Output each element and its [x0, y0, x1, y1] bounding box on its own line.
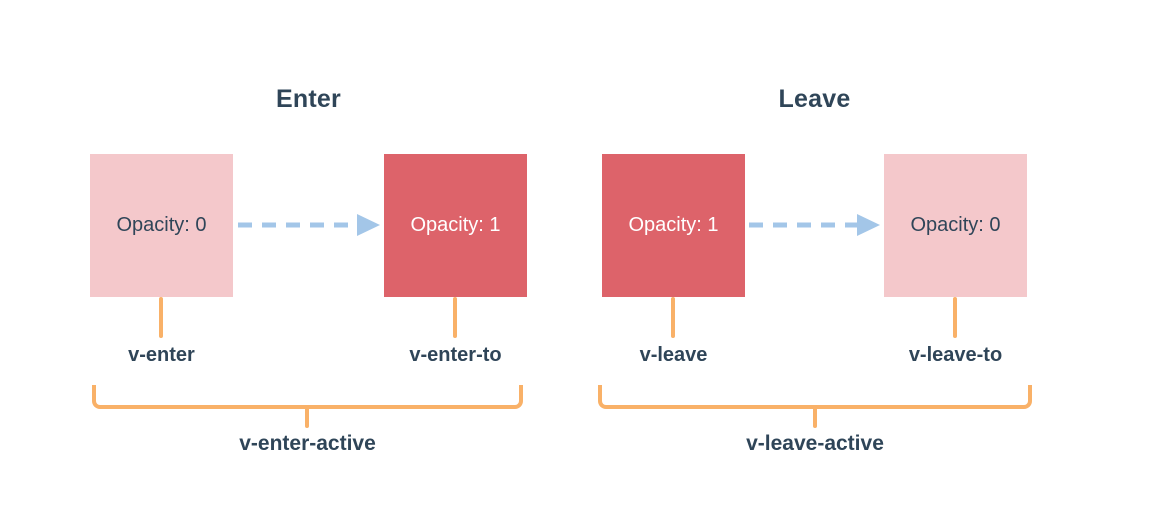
enter-active-bracket-stem — [305, 407, 309, 428]
leave-to-box-label: Opacity: 0 — [910, 214, 1001, 236]
enter-to-class-label: v-enter-to — [409, 344, 502, 366]
leave-from-class-label: v-leave — [639, 344, 708, 366]
enter-from-connector-line — [159, 297, 163, 338]
enter-transition-arrow-icon — [238, 214, 380, 236]
leave-to-box: Opacity: 0 — [884, 154, 1027, 297]
leave-from-connector-line — [671, 297, 675, 338]
enter-from-box: Opacity: 0 — [90, 154, 233, 297]
leave-section-title: Leave — [778, 85, 851, 113]
enter-active-class-label: v-enter-active — [239, 432, 376, 455]
enter-from-class-label: v-enter — [128, 344, 195, 366]
enter-to-box-label: Opacity: 1 — [410, 214, 501, 236]
leave-active-bracket-stem — [813, 407, 817, 428]
leave-active-bracket — [598, 385, 1032, 409]
enter-to-box: Opacity: 1 — [384, 154, 527, 297]
leave-from-box: Opacity: 1 — [602, 154, 745, 297]
leave-to-connector-line — [953, 297, 957, 338]
enter-to-connector-line — [453, 297, 457, 338]
leave-active-class-label: v-leave-active — [746, 432, 884, 455]
enter-section-title: Enter — [276, 85, 341, 113]
leave-to-class-label: v-leave-to — [908, 344, 1003, 366]
leave-from-box-label: Opacity: 1 — [628, 214, 719, 236]
enter-active-bracket — [92, 385, 523, 409]
enter-from-box-label: Opacity: 0 — [116, 214, 207, 236]
leave-transition-arrow-icon — [749, 214, 880, 236]
